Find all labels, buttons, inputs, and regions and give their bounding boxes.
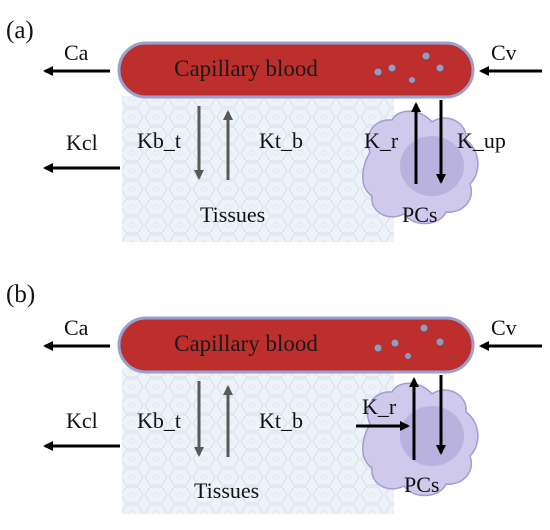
plasma-cell-nucleus [400, 136, 464, 196]
ca-label: Ca [64, 315, 89, 340]
kb-t-label: Kb_t [137, 408, 181, 433]
pcs-label: PCs [402, 202, 437, 227]
panel-a: (a) Capillary blood Ca Cv Kcl Kb_t Kt_ [6, 17, 542, 242]
kb-t-label: Kb_t [137, 128, 181, 153]
blood-particles [374, 324, 444, 359]
tissue-region [122, 96, 394, 242]
capillary-blood-label: Capillary blood [174, 56, 318, 81]
cv-label: Cv [491, 315, 517, 340]
kt-b-label: Kt_b [259, 128, 303, 153]
capillary-blood-label: Capillary blood [174, 331, 318, 356]
k-r-label: K_r [362, 394, 397, 419]
panel-label-b: (b) [6, 281, 35, 308]
capillary-blood-vessel [117, 316, 475, 374]
kcl-label: Kcl [66, 130, 98, 155]
kt-b-label: Kt_b [259, 408, 303, 433]
blood-particles [374, 52, 444, 83]
tissues-label: Tissues [194, 478, 259, 503]
panel-label-a: (a) [6, 17, 34, 44]
kcl-label: Kcl [66, 408, 98, 433]
tissues-label: Tissues [200, 202, 265, 227]
pcs-label: PCs [404, 472, 439, 497]
cv-label: Cv [491, 40, 517, 65]
capillary-blood-vessel [117, 41, 475, 99]
k-r-label: K_r [364, 128, 399, 153]
tissue-region [122, 368, 394, 514]
panel-b: (b) Capillary blood Ca Cv Kcl Kb_t Kt_ [6, 281, 542, 514]
k-up-label: K_up [457, 128, 506, 153]
plasma-cell-nucleus [400, 406, 464, 466]
ca-label: Ca [64, 40, 89, 65]
